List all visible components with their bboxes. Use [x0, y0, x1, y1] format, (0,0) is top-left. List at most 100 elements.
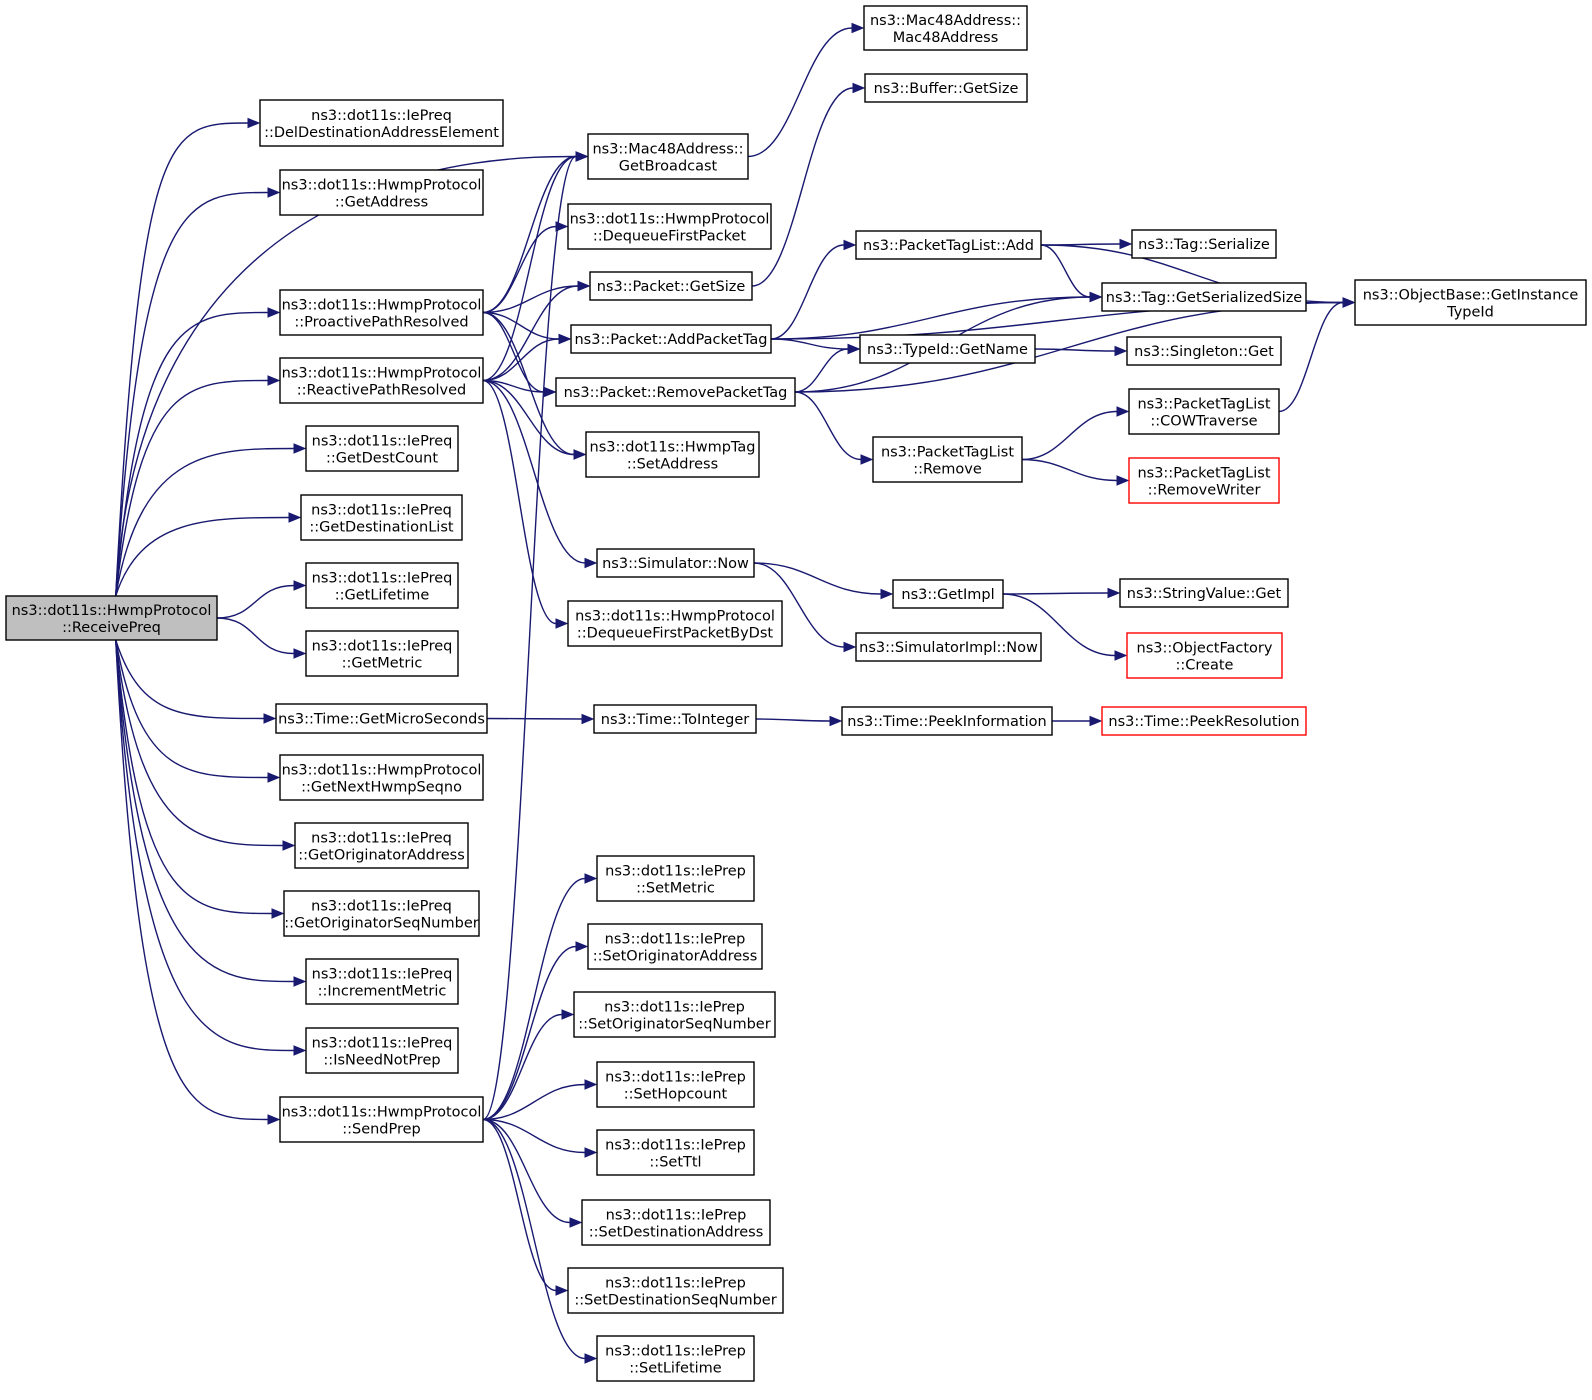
- node-to_integer[interactable]: ns3::Time::ToInteger: [593, 704, 757, 734]
- node-singleton_get[interactable]: ns3::Singleton::Get: [1126, 336, 1282, 366]
- node-tag_list_remove[interactable]: ns3::PacketTagList::Remove: [872, 436, 1023, 483]
- node-label-set_orig_seq-line2: ::SetOriginatorSeqNumber: [578, 1017, 770, 1033]
- node-label-remove_writer-line2: ::RemoveWriter: [1148, 483, 1261, 499]
- node-proactive[interactable]: ns3::dot11s::HwmpProtocol::ProactivePath…: [279, 289, 484, 336]
- node-label-set_lifetime-line2: ::SetLifetime: [629, 1361, 722, 1377]
- edge-get_impl-to-object_factory_create: [1002, 593, 1116, 657]
- node-packet_get_size[interactable]: ns3::Packet::GetSize: [589, 271, 753, 301]
- node-tag_list_add[interactable]: ns3::PacketTagList::Add: [855, 230, 1042, 260]
- arrowhead-set_lifetime: [584, 1353, 598, 1364]
- node-tag_serialize[interactable]: ns3::Tag::Serialize: [1131, 229, 1277, 259]
- node-box-set_dest_seq: [567, 1267, 784, 1314]
- arrowhead-object_factory_create: [1114, 650, 1128, 661]
- node-mac48_ctor[interactable]: ns3::Mac48Address::Mac48Address: [863, 5, 1028, 51]
- arrowhead-proactive: [267, 307, 281, 318]
- node-label-get_address-line2: ::GetAddress: [335, 195, 428, 211]
- node-reactive[interactable]: ns3::dot11s::HwmpProtocol::ReactivePathR…: [279, 357, 484, 404]
- node-get_address[interactable]: ns3::dot11s::HwmpProtocol::GetAddress: [279, 169, 484, 216]
- node-set_metric[interactable]: ns3::dot11s::IePrep::SetMetric: [596, 855, 755, 902]
- node-label-set_ttl-line2: ::SetTtl: [649, 1155, 701, 1171]
- edge-send_prep-to-set_hopcount: [482, 1083, 586, 1121]
- node-label-get_instance_typeid-line2: TypeId: [1446, 305, 1494, 321]
- node-tag_get_ser_size[interactable]: ns3::Tag::GetSerializedSize: [1101, 282, 1307, 312]
- node-hwmp_tag_set_addr[interactable]: ns3::dot11s::HwmpTag::SetAddress: [585, 431, 760, 478]
- node-label-root-line2: ::ReceivePreq: [62, 620, 161, 636]
- arrowhead-packet_get_size: [577, 280, 591, 292]
- node-string_value_get[interactable]: ns3::StringValue::Get: [1119, 578, 1289, 608]
- node-object_factory_create[interactable]: ns3::ObjectFactory::Create: [1126, 632, 1283, 679]
- node-label-dequeue_by_dst-line2: ::DequeueFirstPacketByDst: [577, 626, 773, 642]
- node-label-hwmp_tag_set_addr-line2: ::SetAddress: [627, 457, 718, 473]
- node-label-send_prep-line2: ::SendPrep: [342, 1122, 421, 1138]
- node-get_orig_addr[interactable]: ns3::dot11s::IePreq::GetOriginatorAddres…: [294, 822, 469, 869]
- node-get_dest_list[interactable]: ns3::dot11s::IePreq::GetDestinationList: [300, 494, 463, 541]
- edge-root-to-proactive: [115, 311, 269, 597]
- node-remove_writer[interactable]: ns3::PacketTagList::RemoveWriter: [1128, 457, 1280, 504]
- node-box-is_need_not_prep: [305, 1027, 459, 1074]
- node-set_dest_seq[interactable]: ns3::dot11s::IePrep::SetDestinationSeqNu…: [567, 1267, 784, 1314]
- node-set_lifetime[interactable]: ns3::dot11s::IePrep::SetLifetime: [596, 1335, 755, 1382]
- node-get_dest_count[interactable]: ns3::dot11s::IePreq::GetDestCount: [305, 425, 459, 472]
- node-set_orig_seq[interactable]: ns3::dot11s::IePrep::SetOriginatorSeqNum…: [573, 991, 776, 1038]
- arrowhead-cow_traverse: [1116, 406, 1130, 417]
- edge-send_prep-to-get_broadcast: [482, 155, 577, 1121]
- node-label-get_metric-line2: ::GetMetric: [342, 656, 423, 672]
- node-label-remove_packet_tag-line1: ns3::Packet::RemovePacketTag: [564, 385, 788, 401]
- node-set_ttl[interactable]: ns3::dot11s::IePrep::SetTtl: [596, 1129, 755, 1176]
- node-add_packet_tag[interactable]: ns3::Packet::AddPacketTag: [570, 324, 772, 354]
- node-box-get_lifetime: [305, 562, 459, 609]
- arrowhead-dequeue_first: [555, 221, 569, 232]
- node-sim_impl_now[interactable]: ns3::SimulatorImpl::Now: [855, 632, 1042, 662]
- node-get_lifetime[interactable]: ns3::dot11s::IePreq::GetLifetime: [305, 562, 459, 609]
- node-box-send_prep: [279, 1096, 484, 1143]
- node-box-string_value_get: [1119, 578, 1289, 608]
- node-set_hopcount[interactable]: ns3::dot11s::IePrep::SetHopcount: [596, 1061, 755, 1108]
- node-peek_info[interactable]: ns3::Time::PeekInformation: [841, 706, 1053, 736]
- node-typeid_get_name[interactable]: ns3::TypeId::GetName: [859, 334, 1036, 364]
- node-cow_traverse[interactable]: ns3::PacketTagList::COWTraverse: [1128, 388, 1280, 435]
- arrowhead-singleton_get: [1114, 345, 1128, 357]
- node-sim_now[interactable]: ns3::Simulator::Now: [596, 548, 755, 578]
- edge-reactive-to-sim_now: [482, 379, 586, 564]
- node-label-set_metric-line2: ::SetMetric: [636, 881, 715, 897]
- arrowhead-sim_now: [584, 557, 598, 569]
- node-peek_resolution[interactable]: ns3::Time::PeekResolution: [1101, 706, 1307, 736]
- node-remove_packet_tag[interactable]: ns3::Packet::RemovePacketTag: [555, 377, 796, 407]
- node-set_orig_addr[interactable]: ns3::dot11s::IePrep::SetOriginatorAddres…: [587, 923, 763, 970]
- node-buffer_get_size[interactable]: ns3::Buffer::GetSize: [864, 73, 1028, 103]
- node-label-get_dest_count-line2: ::GetDestCount: [326, 451, 438, 467]
- arrowhead-get_metric: [293, 648, 307, 659]
- arrowhead-get_orig_addr: [282, 840, 296, 851]
- node-get_broadcast[interactable]: ns3::Mac48Address::GetBroadcast: [587, 133, 749, 180]
- node-dequeue_first[interactable]: ns3::dot11s::HwmpProtocol::DequeueFirstP…: [567, 203, 772, 250]
- node-increment_metric[interactable]: ns3::dot11s::IePreq::IncrementMetric: [305, 958, 459, 1005]
- node-is_need_not_prep[interactable]: ns3::dot11s::IePreq::IsNeedNotPrep: [305, 1027, 459, 1074]
- edge-remove_packet_tag-to-tag_list_remove: [794, 391, 862, 461]
- node-dequeue_by_dst[interactable]: ns3::dot11s::HwmpProtocol::DequeueFirstP…: [567, 600, 783, 647]
- node-label-mac48_ctor-line1: ns3::Mac48Address::: [870, 13, 1021, 29]
- node-label-packet_get_size-line1: ns3::Packet::GetSize: [597, 279, 746, 295]
- arrowhead-typeid_get_name: [847, 343, 861, 355]
- node-get_micro[interactable]: ns3::Time::GetMicroSeconds: [275, 703, 488, 734]
- node-get_orig_seq[interactable]: ns3::dot11s::IePreq::GetOriginatorSeqNum…: [283, 890, 480, 937]
- arrowhead-string_value_get: [1107, 587, 1121, 599]
- node-box-set_orig_addr: [587, 923, 763, 970]
- node-box-peek_info: [841, 706, 1053, 736]
- node-send_prep[interactable]: ns3::dot11s::HwmpProtocol::SendPrep: [279, 1096, 484, 1143]
- node-box-cow_traverse: [1128, 388, 1280, 435]
- node-del_dest[interactable]: ns3::dot11s::IePreq::DelDestinationAddre…: [259, 99, 504, 147]
- node-label-del_dest-line1: ns3::dot11s::IePreq: [311, 108, 452, 124]
- edge-sim_now-to-get_impl: [753, 562, 882, 595]
- node-root[interactable]: ns3::dot11s::HwmpProtocol::ReceivePreq: [5, 595, 218, 641]
- arrowhead-peek_resolution: [1089, 715, 1103, 727]
- node-box-get_orig_seq: [283, 890, 480, 937]
- arrowhead-remove_packet_tag: [543, 386, 557, 398]
- node-set_dest_addr[interactable]: ns3::dot11s::IePrep::SetDestinationAddre…: [581, 1199, 771, 1246]
- edge-send_prep-to-set_dest_addr: [482, 1118, 571, 1224]
- node-get_impl[interactable]: ns3::GetImpl: [892, 579, 1004, 609]
- node-get_next_seqno[interactable]: ns3::dot11s::HwmpProtocol::GetNextHwmpSe…: [279, 754, 484, 801]
- node-label-set_dest_seq-line1: ns3::dot11s::IePrep: [605, 1276, 746, 1292]
- node-get_metric[interactable]: ns3::dot11s::IePreq::GetMetric: [305, 630, 459, 677]
